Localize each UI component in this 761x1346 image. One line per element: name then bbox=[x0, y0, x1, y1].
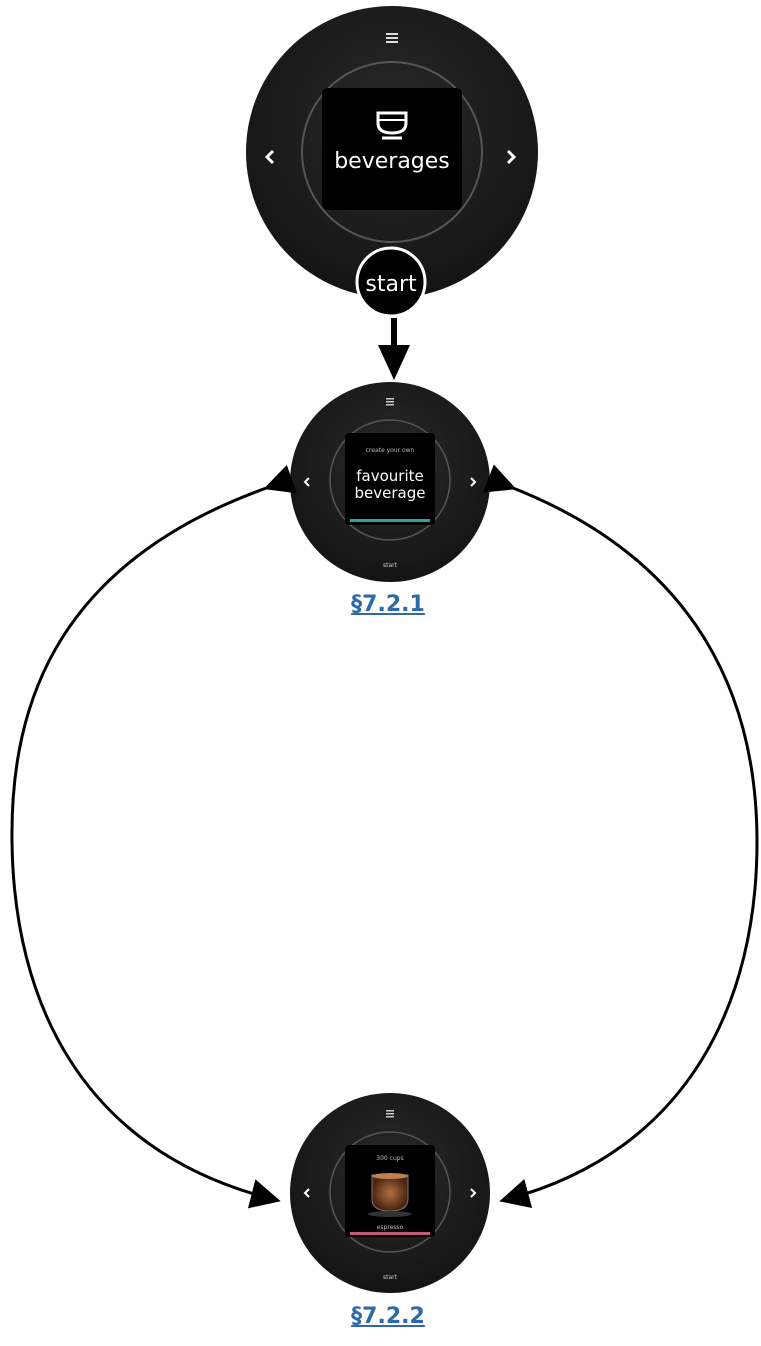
arrow-head bbox=[378, 345, 410, 380]
screen-label: beverages bbox=[334, 149, 450, 174]
section-link-7-2-1[interactable]: §7.2.1 bbox=[328, 592, 448, 617]
top-dial: beverages start bbox=[246, 6, 538, 316]
dial-1: create your own favourite beverage start bbox=[290, 382, 490, 582]
dial-2-start-label[interactable]: start bbox=[383, 1274, 398, 1281]
dial-1-title-line1: favourite bbox=[356, 467, 423, 485]
dial-2-top-caption: 300 cups bbox=[376, 1155, 403, 1162]
right-cycle-arrow bbox=[508, 486, 757, 1199]
dial-1-caption: create your own bbox=[366, 447, 415, 454]
menu-icon[interactable] bbox=[386, 33, 398, 43]
dial-1-title-line2: beverage bbox=[355, 484, 426, 502]
dial-2: 300 cups espresso start bbox=[290, 1093, 490, 1293]
dial-2-progress-bar bbox=[350, 1232, 430, 1235]
left-cycle-arrow bbox=[12, 486, 272, 1199]
menu-icon[interactable] bbox=[386, 398, 394, 406]
menu-icon[interactable] bbox=[386, 1110, 394, 1118]
dial-2-bottom-caption: espresso bbox=[377, 1224, 404, 1231]
dial-1-start-label[interactable]: start bbox=[383, 562, 398, 569]
dial-1-progress-bar bbox=[350, 519, 430, 522]
section-link-7-2-2[interactable]: §7.2.2 bbox=[328, 1304, 448, 1329]
start-button-label: start bbox=[365, 272, 417, 297]
